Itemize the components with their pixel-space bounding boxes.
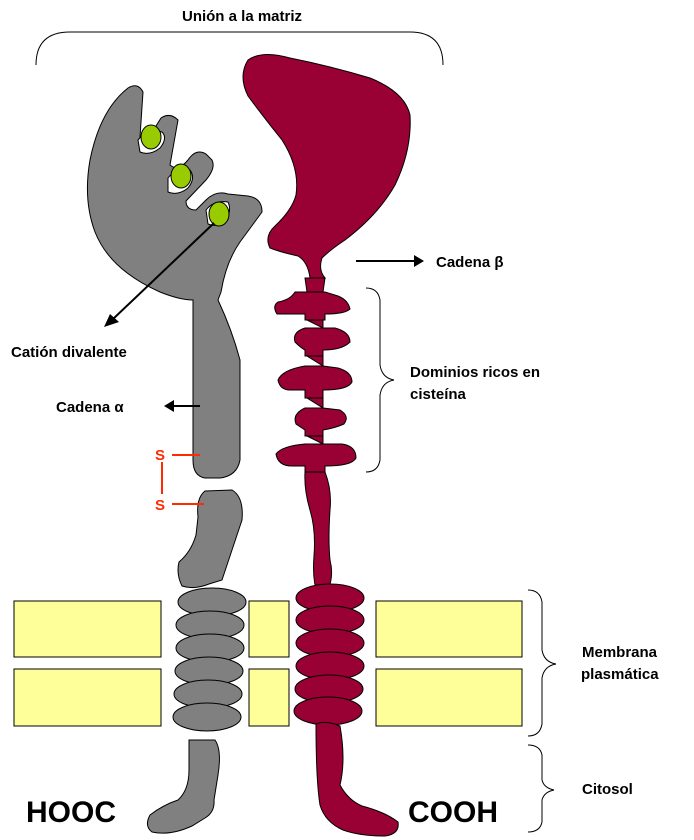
hooc-label: HOOC	[26, 796, 116, 829]
plasma-membrane	[14, 601, 522, 726]
sulfur-label-bottom: S	[155, 497, 165, 514]
matrix-binding-brace	[36, 32, 443, 65]
cysteine-domains-label-line1: Dominios ricos en	[410, 364, 540, 381]
alpha-chain-label: Cadena α	[56, 399, 124, 416]
beta-chain-label: Cadena β	[436, 254, 504, 271]
cysteine-domains-label-line2: cisteína	[410, 386, 467, 403]
cation-2	[171, 164, 191, 188]
cation-1	[141, 125, 161, 149]
membrane-label-line2: plasmática	[581, 666, 659, 683]
cation-3	[209, 202, 229, 226]
cooh-label: COOH	[408, 796, 498, 829]
matrix-binding-label: Unión a la matriz	[182, 8, 302, 25]
membrane-label-line1: Membrana	[582, 644, 658, 661]
cation-label: Catión divalente	[11, 344, 127, 361]
cytosol-label: Citosol	[582, 781, 633, 798]
sulfur-label-top: S	[155, 447, 165, 464]
